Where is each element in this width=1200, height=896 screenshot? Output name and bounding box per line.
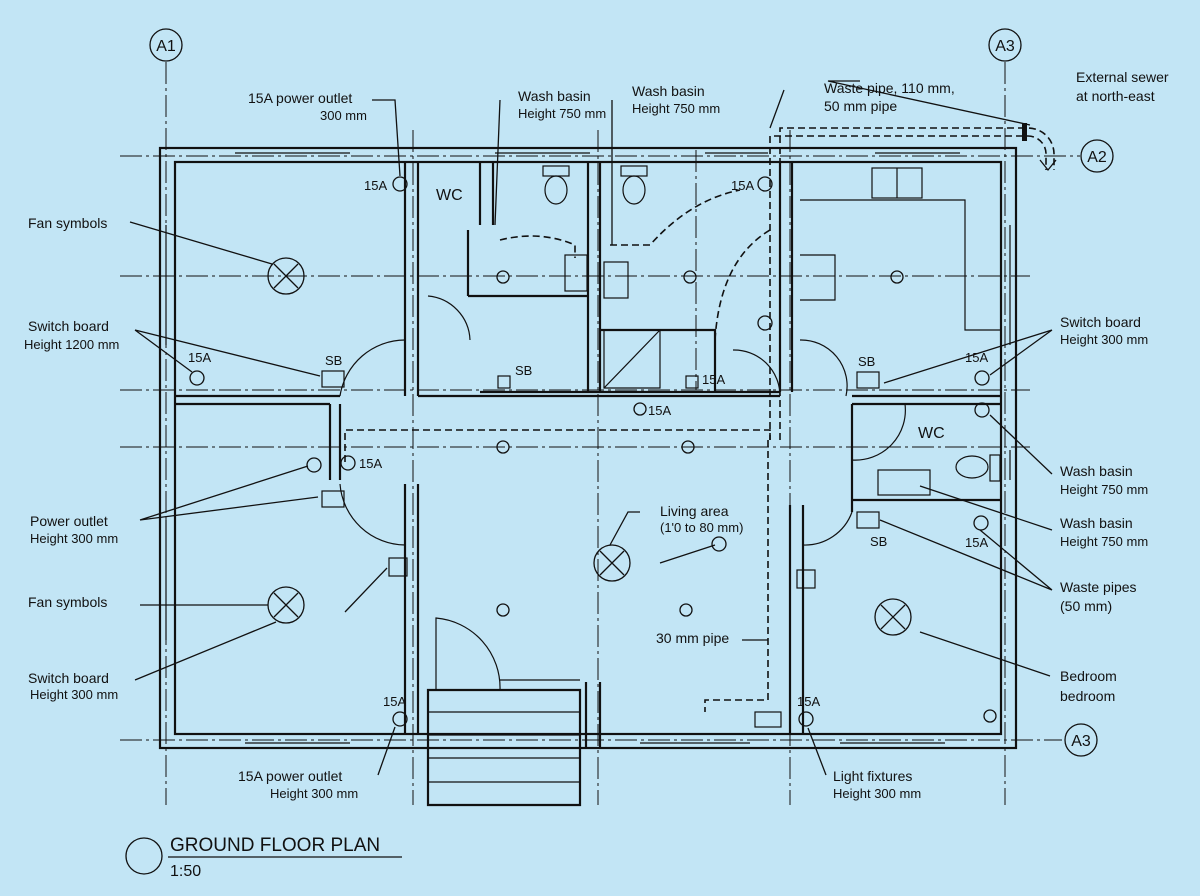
walls (158, 146, 1018, 807)
grid-label: A2 (1087, 149, 1107, 166)
light-icon (496, 270, 997, 723)
grid-label: A3 (995, 38, 1015, 55)
label-basin-height: Height 750 mm (1060, 482, 1148, 497)
fan-icon (874, 598, 912, 636)
grid-bubble-a3 (988, 28, 1022, 62)
label-basin: Wash basin (1060, 463, 1133, 479)
mark-15a: 15A (359, 456, 382, 471)
label-living-area-note: (1'0 to 80 mm) (660, 520, 743, 535)
label-power-outlet: Power outlet (30, 513, 108, 529)
label-basin-height: Height 750 mm (518, 106, 606, 121)
mark-15a: 15A (797, 694, 820, 709)
label-sewer: at north-east (1076, 88, 1155, 104)
switch-board-icon (321, 370, 880, 589)
outlet-icon (189, 176, 990, 727)
label-light-height: Height 300 mm (833, 786, 921, 801)
label-bedroom: Bedroom (1060, 668, 1117, 684)
mark-15a: 15A (702, 372, 725, 387)
label-switch-board-height: Height 1200 mm (24, 337, 119, 352)
label-wc: WC (436, 187, 463, 204)
fan-icon (267, 257, 305, 295)
grid-bubble-a1 (149, 28, 183, 62)
label-switch-board-height: Height 300 mm (1060, 332, 1148, 347)
mark-sb: SB (870, 534, 887, 549)
label-outlet: 15A power outlet (248, 90, 352, 106)
grid-bubbles: A1 A3 A2 A3 (149, 28, 1114, 757)
label-wc: WC (918, 425, 945, 442)
mark-15a: 15A (731, 178, 754, 193)
mark-sb: SB (325, 353, 342, 368)
label-basin-height: Height 750 mm (1060, 534, 1148, 549)
mark-15a: 15A (965, 535, 988, 550)
label-fan: Fan symbols (28, 215, 107, 231)
mark-15a: 15A (188, 350, 211, 365)
fan-icon (267, 586, 305, 624)
label-light: Light fixtures (833, 768, 912, 784)
leader-lines (129, 80, 1053, 776)
mark-15a: 15A (648, 403, 671, 418)
title-circle (125, 837, 163, 875)
label-basin: Wash basin (632, 83, 705, 99)
label-waste-pipes: Waste pipes (1060, 579, 1137, 595)
fan-icon (593, 544, 631, 582)
grid-label: A1 (156, 38, 176, 55)
mark-15a: 15A (383, 694, 406, 709)
waste-pipes (344, 123, 1057, 712)
mark-15a: 15A (965, 350, 988, 365)
grid-bubble-a2 (1080, 139, 1114, 173)
label-switch-board: Switch board (28, 670, 109, 686)
plan-scale: 1:50 (170, 863, 201, 880)
grid-bubble-a3 (1064, 723, 1098, 757)
label-basin-height: Height 750 mm (632, 101, 720, 116)
label-outlet: 15A power outlet (238, 768, 342, 784)
drawing-title: GROUND FLOOR PLAN 1:50 (125, 835, 402, 880)
symbols (189, 176, 997, 727)
label-switch-board-height: Height 300 mm (30, 687, 118, 702)
label-bedroom: bedroom (1060, 688, 1115, 704)
label-living-area: Living area (660, 503, 729, 519)
label-waste-pipe: 50 mm pipe (824, 98, 897, 114)
plan-title: GROUND FLOOR PLAN (170, 835, 380, 856)
grid-label: A3 (1071, 733, 1091, 750)
label-basin: Wash basin (518, 88, 591, 104)
mark-15a: 15A (364, 178, 387, 193)
label-sewer: External sewer (1076, 69, 1169, 85)
label-switch-board: Switch board (1060, 314, 1141, 330)
label-waste-pipe: Waste pipe, 110 mm, (824, 80, 955, 96)
label-waste-pipes: (50 mm) (1060, 598, 1112, 614)
label-basin: Wash basin (1060, 515, 1133, 531)
label-switch-board: Switch board (28, 318, 109, 334)
label-power-outlet-height: Height 300 mm (30, 531, 118, 546)
annotations: 15A power outlet 300 mm Wash basin Heigh… (24, 69, 1169, 801)
mark-sb: SB (858, 354, 875, 369)
label-fan: Fan symbols (28, 594, 107, 610)
mark-sb: SB (515, 363, 532, 378)
grid-axes (120, 62, 1080, 805)
label-outlet-height: 300 mm (320, 108, 367, 123)
label-outlet-height: Height 300 mm (270, 786, 358, 801)
label-pipe: 30 mm pipe (656, 630, 729, 646)
